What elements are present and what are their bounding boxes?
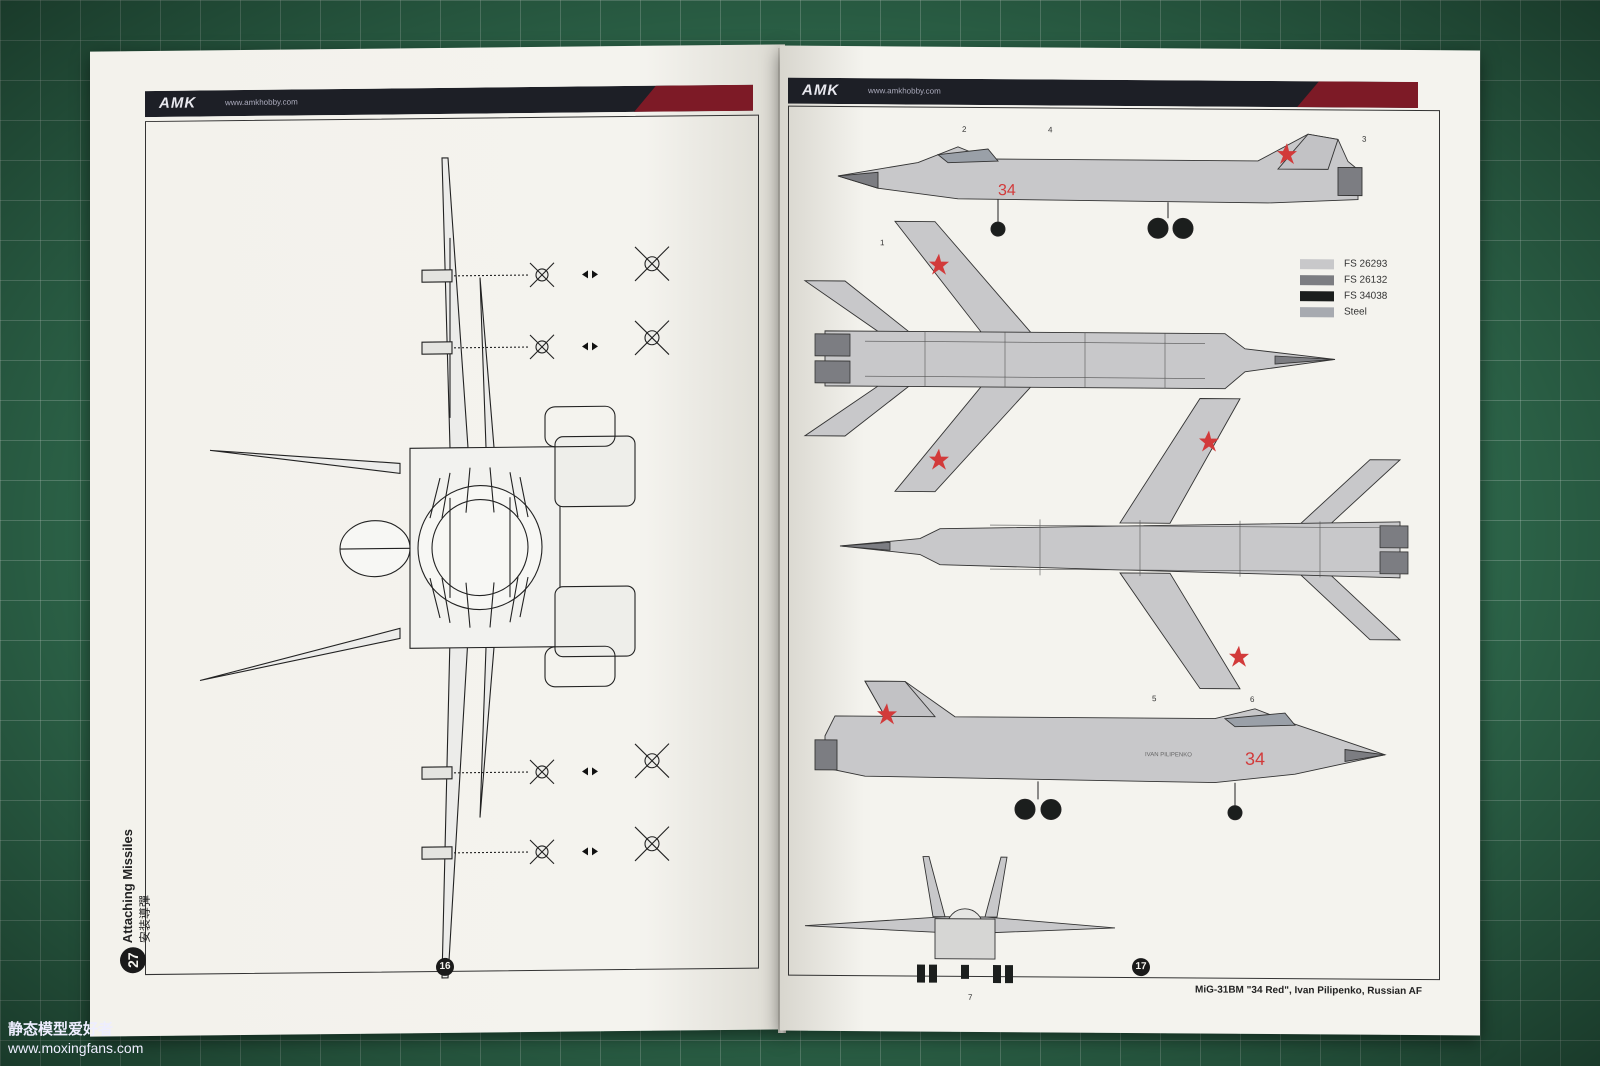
brand-logo: AMK: [159, 94, 197, 112]
watermark-site-url: www.moxingfans.com: [8, 1040, 144, 1056]
aircraft-number: 34: [998, 182, 1016, 199]
callout-label: 6: [1250, 694, 1255, 704]
front-view-drawing: [199, 157, 670, 979]
top-view: [839, 398, 1409, 690]
aircraft-number: 34: [1245, 749, 1265, 769]
callout-label: 4: [1048, 125, 1053, 135]
brand-url: www.amkhobby.com: [225, 97, 298, 108]
callout-label: 1: [880, 238, 885, 248]
underside-view: [803, 220, 1336, 493]
brand-logo: AMK: [802, 81, 840, 99]
right-header-banner: AMK www.amkhobby.com: [788, 77, 1418, 109]
step-number-badge: 27: [120, 947, 146, 974]
callout-numbers: 1 2 3 4 5 6 7: [780, 46, 1480, 1002]
right-page-number: 17: [1132, 958, 1150, 977]
color-legend: FS 26293 FS 26132 FS 34038 Steel: [780, 46, 1480, 318]
front-view-small: [804, 856, 1116, 984]
nose-text: IVAN PILIPENKO: [1145, 752, 1192, 758]
side-profile-lower: 34 IVAN PILIPENKO: [814, 680, 1387, 821]
callout-label: 5: [1152, 694, 1157, 704]
arrow-icons: [582, 270, 598, 856]
missile-icons: [529, 246, 670, 865]
right-page: AMK www.amkhobby.com 34: [780, 45, 1480, 1036]
side-profile-upper: 34: [837, 133, 1363, 239]
step-title-en: Attaching Missiles: [120, 829, 135, 944]
left-page: AMK www.amkhobby.com: [90, 44, 785, 1037]
brand-url: www.amkhobby.com: [868, 86, 941, 96]
callout-label: 3: [1362, 134, 1367, 144]
banner-red-band: [1297, 81, 1418, 109]
left-header-banner: AMK www.amkhobby.com: [145, 84, 753, 118]
watermark-site-name: 静态模型爱好者: [8, 1021, 114, 1038]
banner-red-band: [634, 84, 753, 112]
callout-label: 2: [962, 124, 967, 134]
aircraft-caption: MiG-31BM "34 Red", Ivan Pilipenko, Russi…: [1195, 984, 1422, 998]
instruction-booklet: AMK www.amkhobby.com: [90, 44, 1480, 1037]
callout-label: 7: [968, 992, 973, 1002]
step-title-zh: 安装導彈: [138, 894, 152, 944]
left-page-number: 16: [436, 957, 454, 977]
